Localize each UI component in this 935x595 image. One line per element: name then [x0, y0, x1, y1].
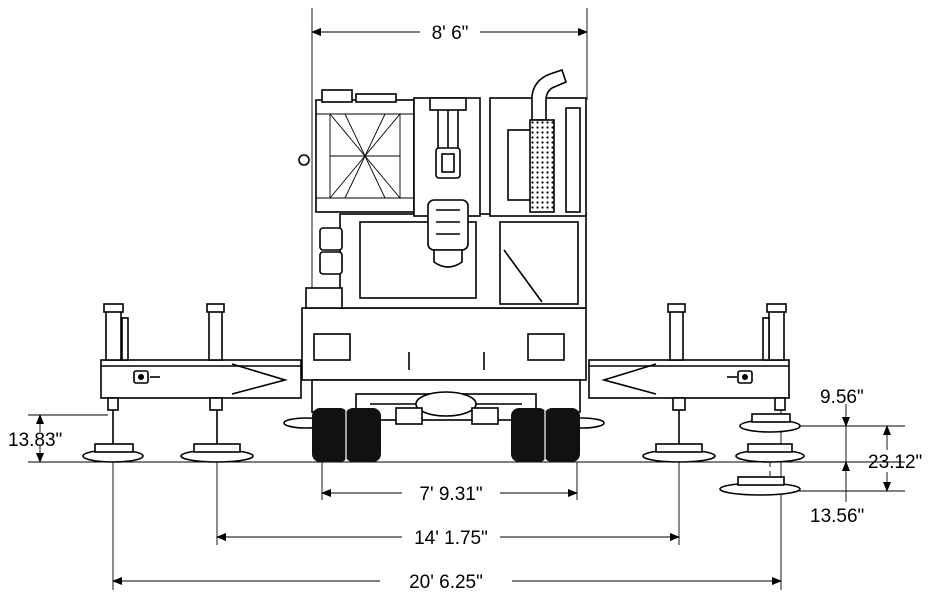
- wheel-track-label: 7' 9.31": [419, 484, 482, 505]
- overall-width-label: 8' 6": [432, 23, 469, 44]
- right-pad-upper-label: 9.56": [820, 387, 864, 408]
- left-pad-height-label: 13.83": [8, 430, 62, 451]
- outrigger-pads: [82, 410, 805, 496]
- outrigger-mid-span-label: 14' 1.75": [414, 528, 488, 549]
- left-outrigger: [100, 303, 302, 411]
- tires: [312, 408, 580, 462]
- carrier-body: [301, 307, 587, 425]
- dimension-lines: [36, 28, 891, 585]
- right-pad-total-label: 23.12": [868, 452, 922, 473]
- right-outrigger: [588, 303, 790, 411]
- right-pad-lower-label: 13.56": [810, 506, 864, 527]
- upper-structure: [298, 68, 587, 309]
- outrigger-full-span-label: 20' 6.25": [409, 572, 483, 593]
